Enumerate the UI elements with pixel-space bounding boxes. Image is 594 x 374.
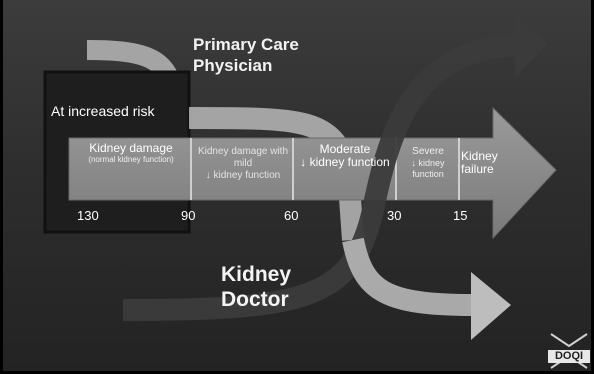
diagram-graphics	[43, 12, 588, 369]
gfr-value-60: 60	[284, 208, 299, 223]
at-increased-risk-label: At increased risk	[51, 103, 155, 119]
stage-4-title: Severe	[412, 146, 444, 157]
stage-3-subtitle: ↓ kidney function	[300, 155, 390, 169]
doqi-logo: DOQI	[548, 330, 590, 368]
stage-1-title: Kidney damage	[89, 141, 173, 155]
primary-care-line2: Physician	[193, 56, 273, 75]
kidney-doctor-band	[122, 34, 519, 321]
kidney-doctor-line1: Kidney	[221, 263, 292, 286]
stage-3-title: Moderate	[319, 142, 371, 156]
stage-5-title: Kidney	[461, 149, 498, 163]
stage-3: Moderate ↓ kidney function	[295, 143, 395, 169]
stage-1: Kidney damage (normal kidney function)	[71, 141, 191, 165]
stage-2: Kidney damage with mild ↓ kidney functio…	[193, 146, 293, 182]
primary-care-label: Primary Care Physician	[193, 34, 299, 76]
primary-care-line1: Primary Care	[193, 35, 299, 54]
stage-4-subtitle: ↓ kidney function	[411, 158, 445, 179]
gfr-value-130: 130	[77, 208, 99, 223]
primary-care-band-bottom	[342, 237, 474, 316]
stage-5-subtitle: failure	[461, 162, 494, 176]
stage-5: Kidney failure	[461, 150, 525, 176]
stage-4: Severe ↓ kidney function	[398, 146, 458, 180]
gfr-value-90: 90	[181, 208, 196, 223]
doqi-logo-text: DOQI	[548, 350, 590, 363]
gfr-value-30: 30	[387, 208, 402, 223]
kidney-doctor-line2: Doctor	[221, 288, 289, 311]
primary-care-arrowhead	[471, 272, 511, 340]
stage-2-subtitle: ↓ kidney function	[205, 170, 281, 181]
stage-2-title: Kidney damage with mild	[197, 146, 289, 169]
stage-1-subtitle: (normal kidney function)	[88, 155, 174, 164]
kidney-doctor-arrowhead	[515, 12, 548, 78]
gfr-value-15: 15	[453, 208, 468, 223]
kidney-doctor-label: Kidney Doctor	[221, 262, 291, 312]
